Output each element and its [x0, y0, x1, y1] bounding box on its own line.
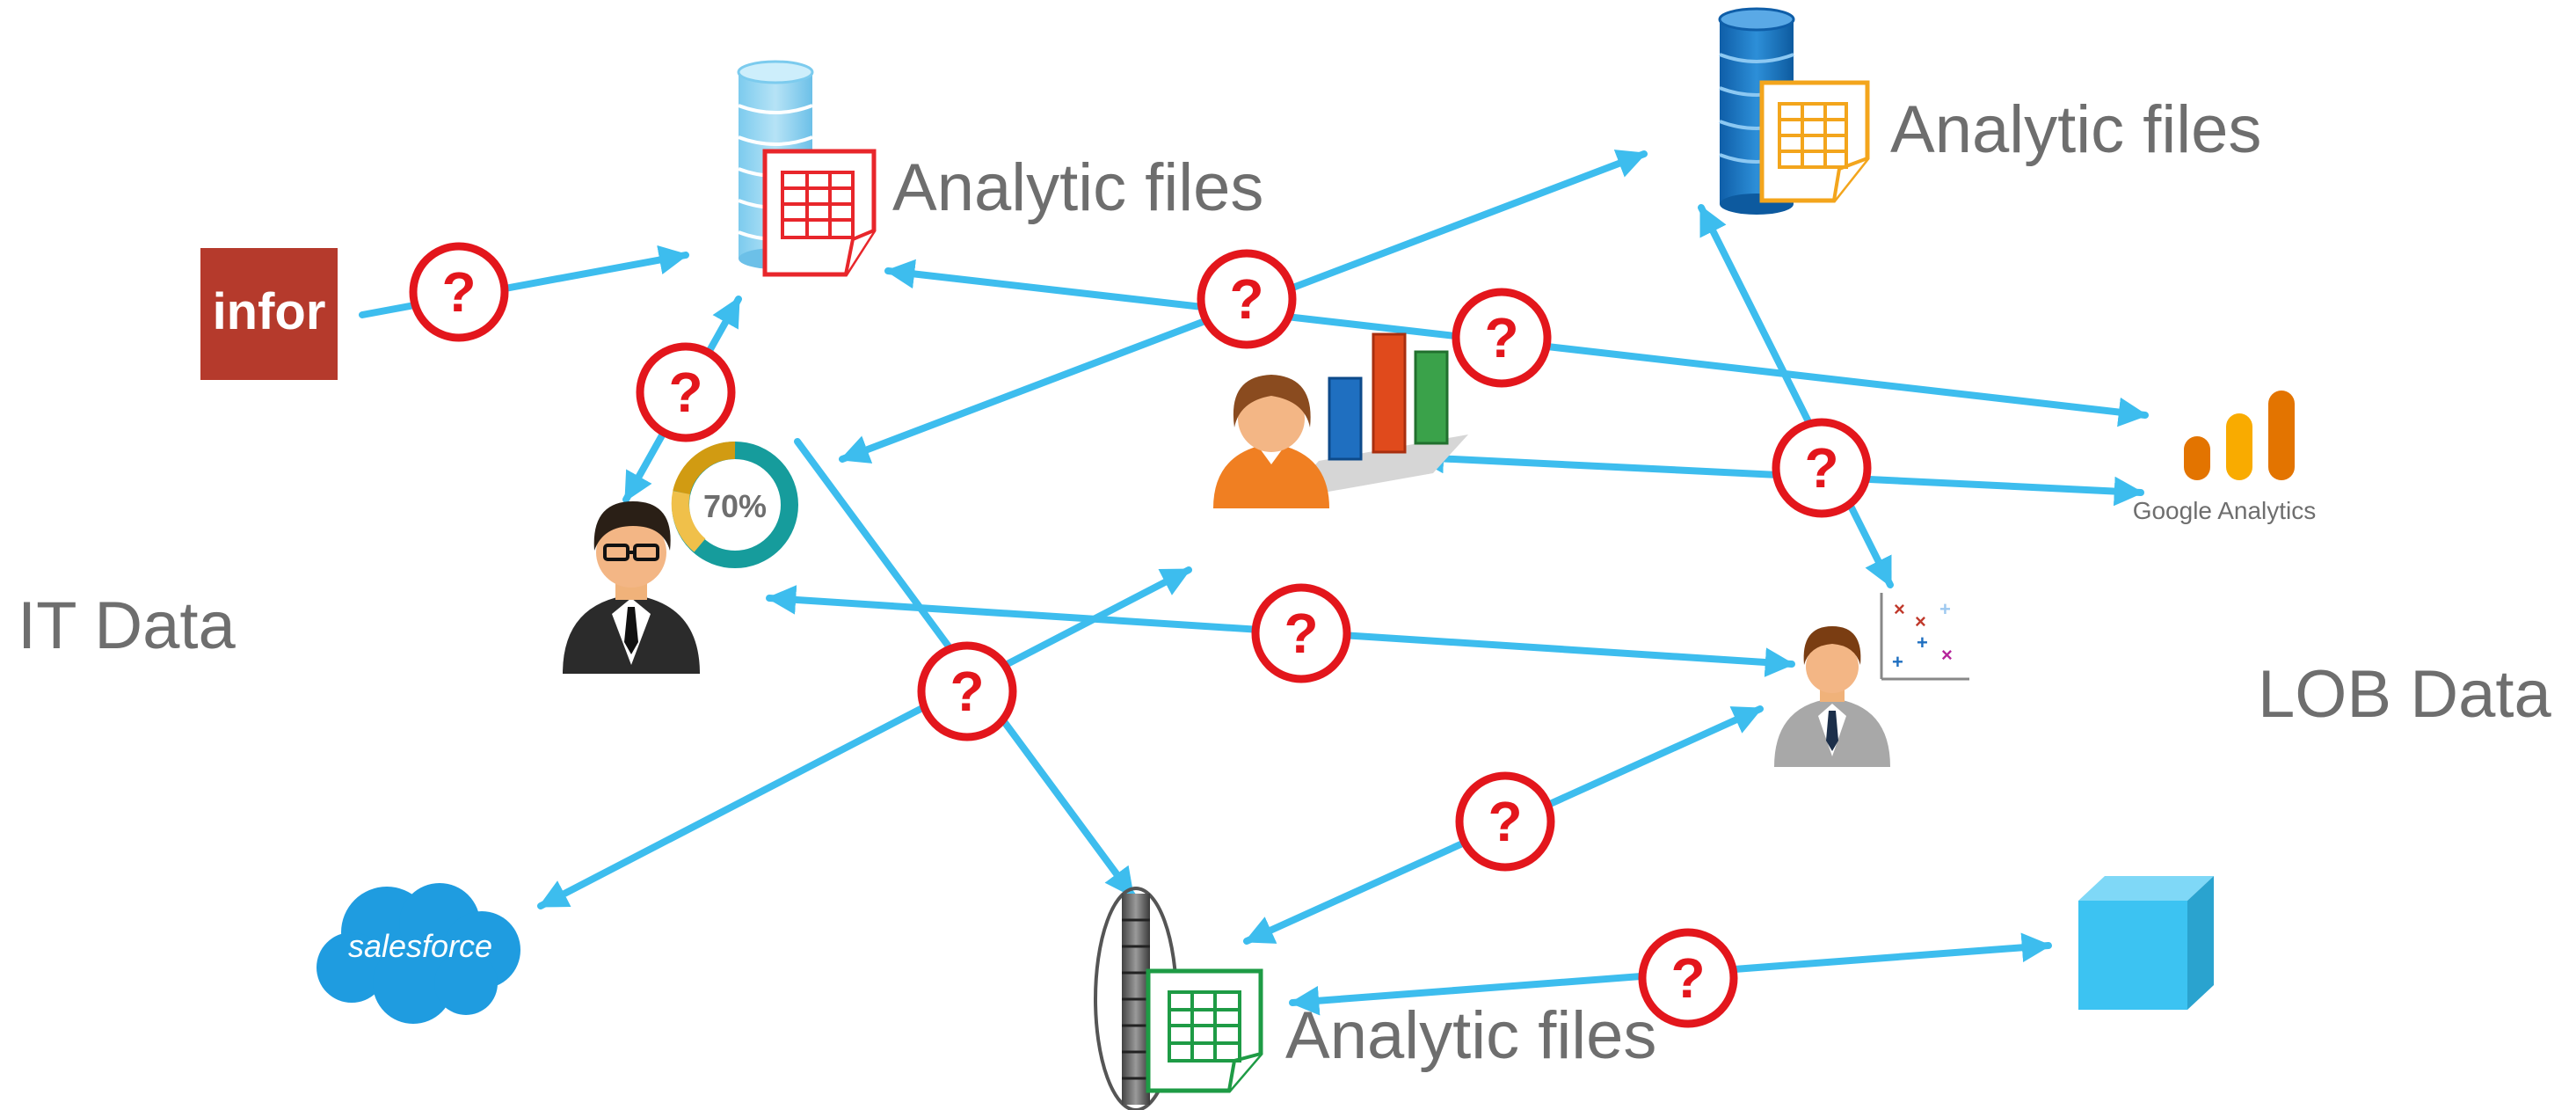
svg-text:?: ?	[441, 260, 476, 324]
donut-chart-icon: 70%	[671, 441, 798, 568]
svg-text:×: ×	[1915, 610, 1926, 632]
svg-text:×: ×	[1894, 598, 1905, 620]
question-mark-icon: ?	[636, 342, 736, 442]
svg-text:?: ?	[1670, 946, 1705, 1010]
question-mark-icon: ?	[1638, 928, 1738, 1028]
question-mark-icon: ?	[409, 242, 509, 342]
bar-chart-icon	[1284, 332, 1468, 500]
spreadsheet-file-icon-orange	[1759, 80, 1870, 203]
svg-text:+: +	[1917, 632, 1928, 654]
question-mark-icon: ?	[1197, 249, 1297, 349]
salesforce-logo: salesforce	[317, 883, 520, 1024]
svg-text:×: ×	[1941, 644, 1953, 666]
svg-text:?: ?	[1804, 436, 1838, 500]
question-mark-icon: ?	[1455, 771, 1555, 872]
question-mark-icon: ?	[917, 641, 1017, 741]
svg-text:?: ?	[668, 361, 702, 424]
salesforce-logo-text: salesforce	[348, 928, 492, 964]
donut-percent-label: 70%	[703, 488, 767, 524]
question-mark-icon: ?	[1772, 418, 1872, 518]
question-mark-badges: ? ? ? ? ? ? ? ?	[409, 242, 1872, 1028]
scatter-plot-icon: × × + + × +	[1880, 593, 1969, 681]
manager-person-icon	[1774, 626, 1890, 767]
analyst-woman-icon	[1213, 375, 1329, 508]
lob-data-label: LOB Data	[2258, 657, 2551, 732]
svg-text:?: ?	[1488, 790, 1522, 853]
svg-text:?: ?	[1484, 306, 1518, 369]
svg-text:?: ?	[1229, 267, 1263, 331]
svg-text:+: +	[1939, 598, 1951, 620]
infor-logo-text: infor	[213, 283, 326, 340]
arrow-right-db-to-scatter	[1698, 204, 1894, 588]
analytic-files-label-top-right: Analytic files	[1890, 92, 2262, 167]
analytic-files-label-top-left: Analytic files	[892, 150, 1264, 225]
google-analytics-text: Google Analytics	[2133, 497, 2317, 524]
svg-text:+: +	[1892, 651, 1903, 673]
svg-text:?: ?	[950, 660, 984, 723]
it-data-label: IT Data	[18, 588, 236, 663]
spreadsheet-file-icon-green	[1146, 968, 1263, 1093]
analytic-files-label-bottom: Analytic files	[1285, 998, 1657, 1073]
infor-logo: infor	[200, 248, 338, 380]
question-mark-icon: ?	[1251, 583, 1351, 683]
database-icon-bottom	[1094, 887, 1178, 1110]
question-mark-icon: ?	[1452, 288, 1552, 388]
spreadsheet-file-icon-red	[762, 149, 877, 277]
it-person-icon	[563, 501, 700, 674]
cube-icon	[2078, 876, 2214, 1010]
arrow-salesforce-to-chart	[537, 566, 1192, 909]
google-analytics-logo: Google Analytics	[2133, 391, 2317, 524]
svg-text:?: ?	[1284, 602, 1318, 665]
